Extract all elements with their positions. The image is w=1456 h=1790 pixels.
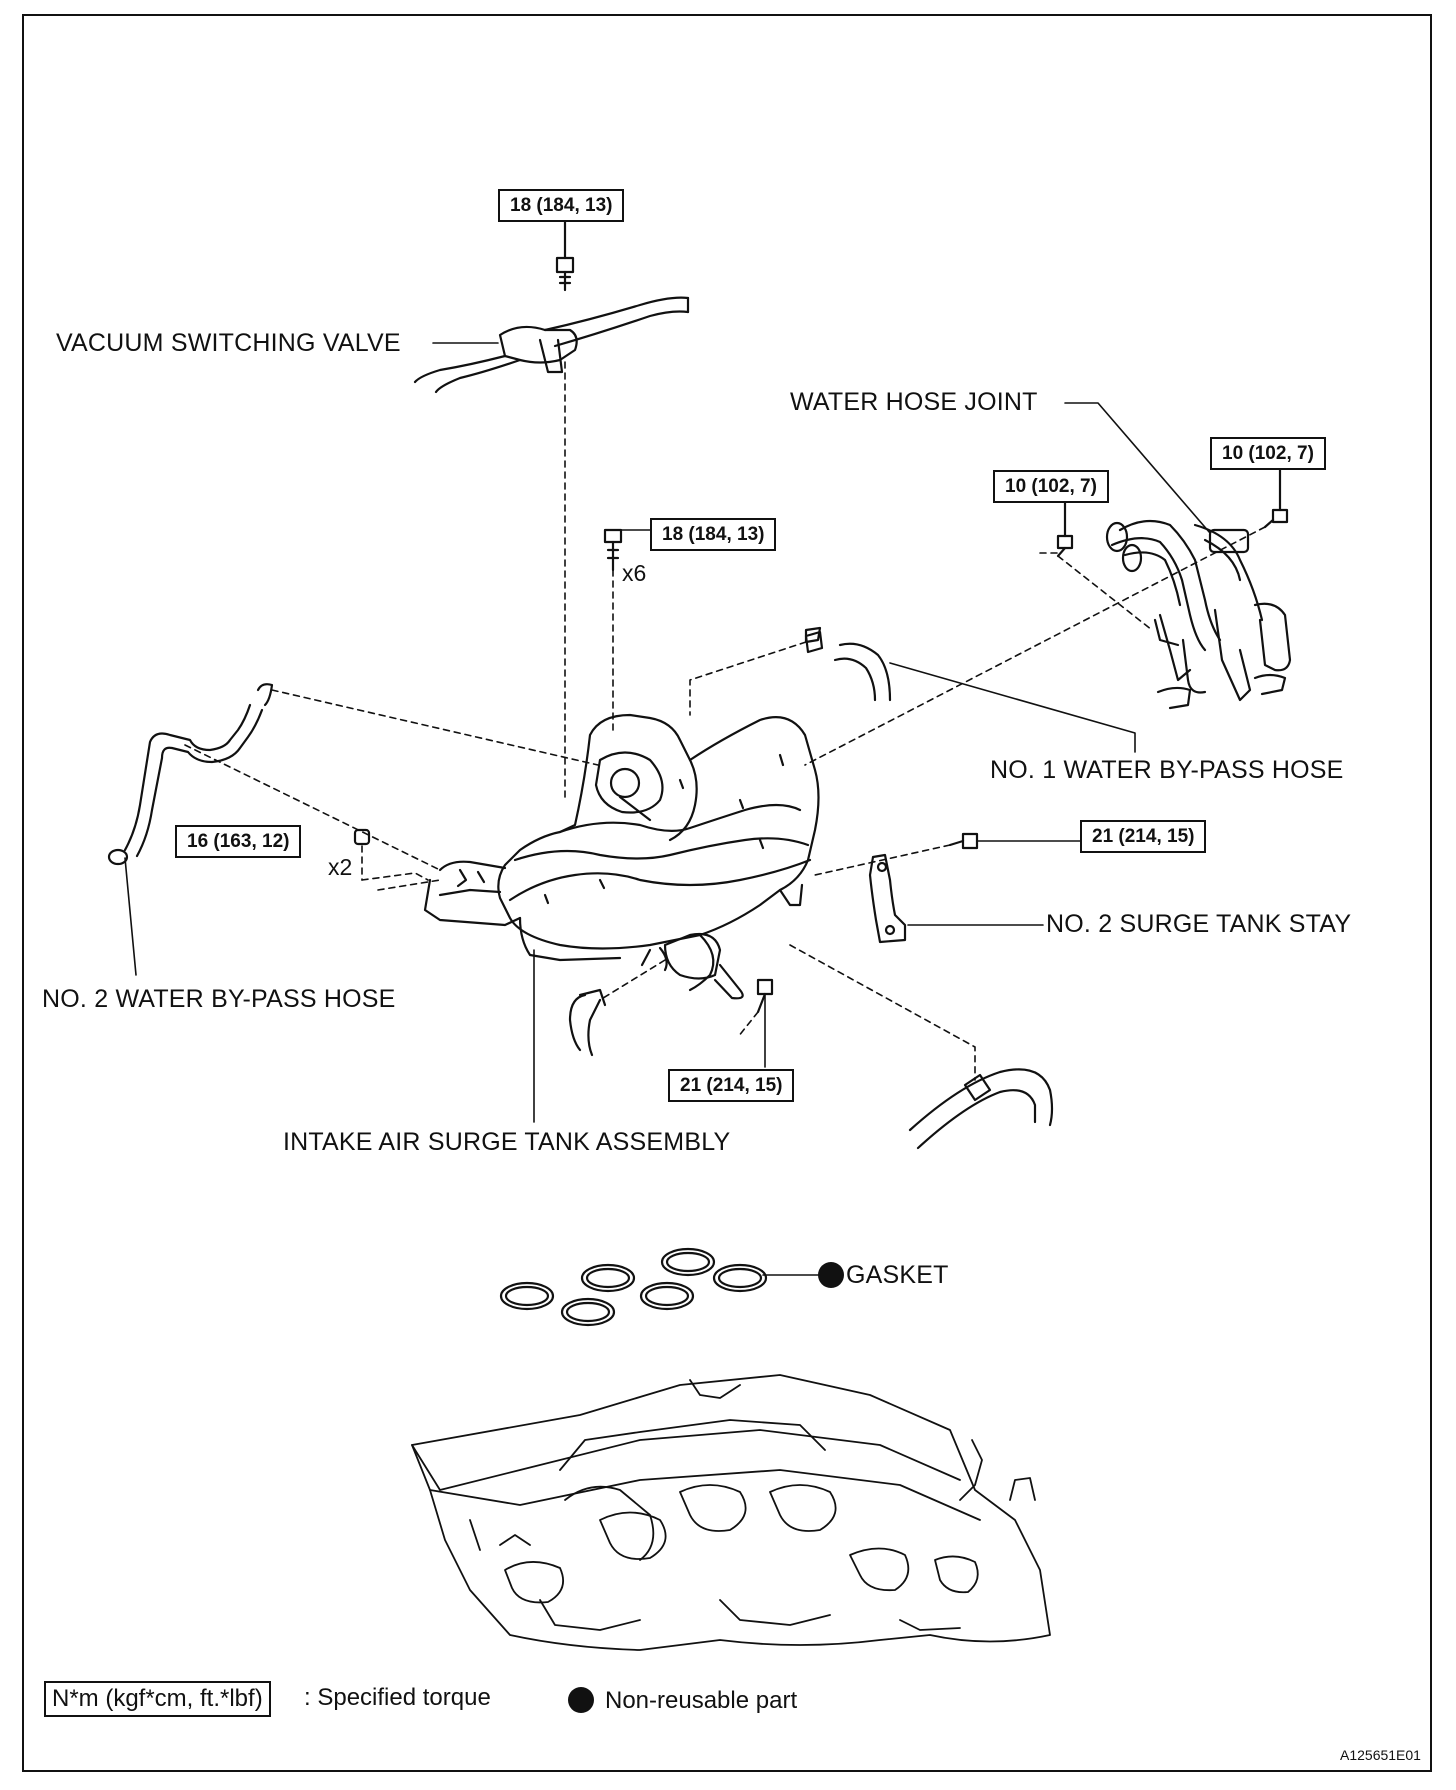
torque-nuts: 16 (163, 12)	[175, 825, 302, 858]
multiplier-nuts: x2	[328, 854, 353, 880]
surge-tank-nut	[353, 828, 371, 846]
legend-nonreusable-text: Non-reusable part	[605, 1687, 798, 1714]
leader-lines	[124, 342, 1211, 1276]
label-gasket: GASKET	[846, 1261, 949, 1289]
torque-stay-bolt: 21 (214, 15)	[1080, 820, 1207, 853]
label-water-hose-joint: WATER HOSE JOINT	[790, 388, 1038, 416]
stay-bolt	[948, 832, 979, 850]
hose-joint-bolt-right	[1263, 508, 1289, 529]
torque-hose-joint-left: 10 (102, 7)	[993, 470, 1109, 503]
label-no2-surge-tank-stay: NO. 2 SURGE TANK STAY	[1046, 910, 1352, 938]
lower-hose-right	[908, 1068, 1054, 1150]
vacuum-switching-valve-part	[413, 296, 690, 394]
torque-surge-tank-bolts: 18 (184, 13)	[650, 518, 777, 551]
legend-torque-text: : Specified torque	[304, 1684, 491, 1711]
engine-block	[411, 1374, 1051, 1651]
no2-water-bypass-hose-part	[107, 683, 274, 866]
hose-joint-bolt-left	[1056, 534, 1074, 558]
surge-tank-bolt	[603, 528, 623, 572]
legend-torque-key: N*m (kgf*cm, ft.*lbf)	[44, 1681, 271, 1717]
label-no1-water-bypass-hose: NO. 1 WATER BY-PASS HOSE	[990, 756, 1344, 784]
hose-clamp-top	[804, 626, 822, 644]
no1-water-bypass-hose-part	[804, 630, 892, 702]
surge-tank-body	[423, 713, 820, 1000]
torque-lower-bolt: 21 (214, 15)	[668, 1069, 795, 1102]
no2-surge-tank-stay-part	[868, 853, 907, 944]
torque-hose-joint-right: 10 (102, 7)	[1210, 437, 1326, 470]
label-vacuum-switching-valve: VACUUM SWITCHING VALVE	[56, 329, 401, 357]
diagram-frame	[22, 14, 1432, 1772]
label-intake-air-surge-tank-assembly: INTAKE AIR SURGE TANK ASSEMBLY	[283, 1128, 731, 1156]
dashed-lines	[184, 361, 1266, 1081]
legend-nonreusable-dot	[568, 1687, 594, 1713]
label-no2-water-bypass-hose: NO. 2 WATER BY-PASS HOSE	[42, 985, 396, 1013]
multiplier-bolts: x6	[622, 560, 647, 586]
lower-hose-left	[568, 988, 607, 1057]
water-hose-joint-part	[1105, 519, 1292, 710]
torque-vsv-bolt: 18 (184, 13)	[498, 189, 625, 222]
gasket-part	[499, 1247, 768, 1327]
vsv-bolt	[555, 256, 575, 292]
nonreusable-marker	[818, 1262, 844, 1288]
figure-code: A125651E01	[1340, 1747, 1421, 1763]
